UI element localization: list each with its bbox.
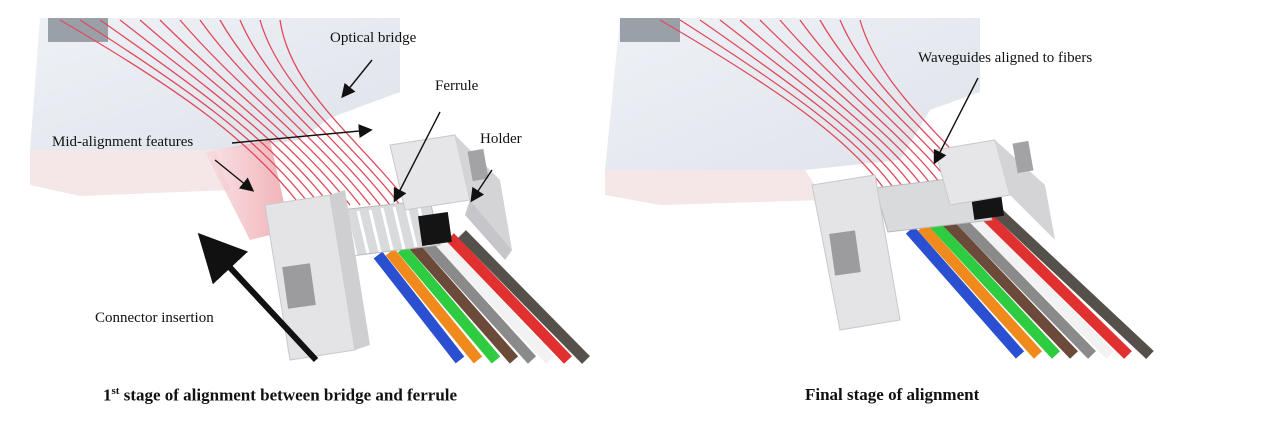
arrow-mid-alignment-2 [214,159,255,192]
arrow-waveguides [933,77,979,165]
caption-left-number: 1 [103,385,112,405]
holder-final [811,139,1055,331]
fiber-white [433,236,555,364]
fiber-blue [373,251,465,364]
fiber-brown-final [942,217,1078,359]
caption-left-text: stage of alignment between bridge and fe… [123,385,458,405]
bridge-chip-final [620,18,680,42]
arrow-optical-bridge [341,59,373,99]
fiber-ribbon [373,230,590,364]
right-panel: Waveguides aligned to fibers Final stage… [600,0,1267,432]
label-optical-bridge: Optical bridge [330,30,417,46]
fiber-orange [385,248,483,364]
arrow-holder [470,169,493,203]
fiber-dark [458,230,590,364]
fiber-green [397,245,501,364]
caption-left: 1st stage of alignment between bridge an… [103,385,457,406]
fiber-blue-final [905,226,1025,359]
fiber-ribbon-final [905,204,1154,360]
label-connector-insertion: Connector insertion [95,310,214,326]
fiber-dark-final [990,204,1154,360]
fiber-orange-final [917,223,1043,359]
left-panel: Optical bridge Ferrule Mid-alignment fea… [0,0,620,432]
arrow-ferrule [393,111,441,203]
left-render [30,18,590,364]
fiber-red-final [978,208,1132,359]
fiber-green-final [929,220,1061,359]
optical-bridge-final [605,18,980,205]
waveguides [59,19,411,206]
label-mid-alignment-features: Mid-alignment features [52,134,194,150]
arrow-mid-alignment-1 [231,124,373,144]
annotation-arrows [197,59,493,363]
label-holder: Holder [480,131,522,147]
caption-right: Final stage of alignment [805,385,980,404]
arrow-connector-insertion [197,232,319,363]
label-ferrule: Ferrule [435,78,479,94]
fiber-brown [409,242,519,364]
waveguides-final [659,19,986,191]
fiber-white-final [966,211,1114,359]
fiber-gray-final [954,214,1096,359]
fiber-red [446,233,572,364]
label-waveguides-aligned: Waveguides aligned to fibers [918,50,1093,66]
right-render [605,18,1154,360]
fiber-gray [421,239,537,364]
caption-left-superscript: st [111,385,120,397]
